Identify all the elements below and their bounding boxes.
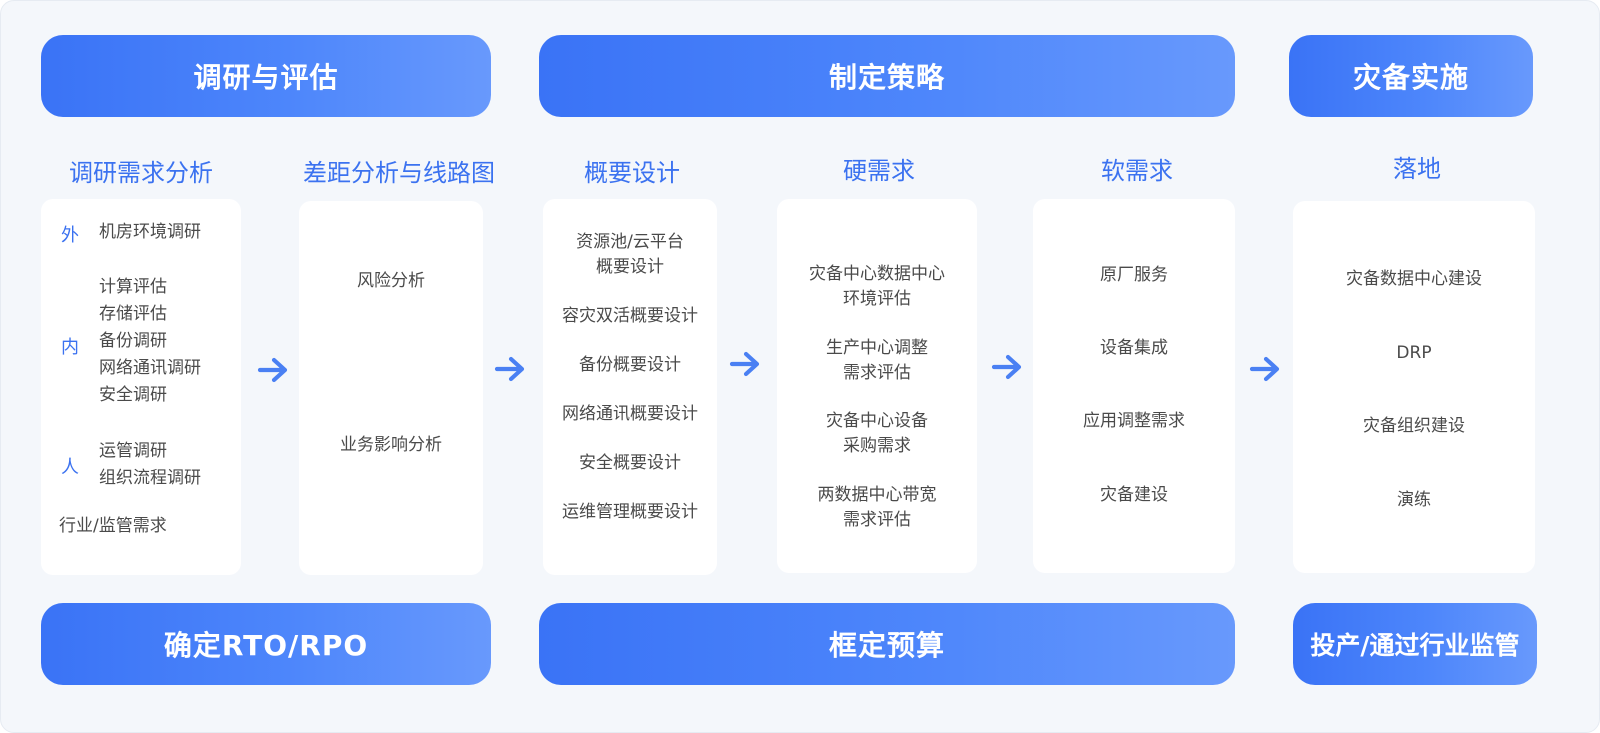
list-item: 网络通讯调研 bbox=[99, 358, 201, 378]
card-gap-analysis: 风险分析 业务影响分析 bbox=[299, 201, 483, 575]
list-item: 安全调研 bbox=[99, 385, 167, 405]
card-soft-requirements: 原厂服务 设备集成 应用调整需求 灾备建设 bbox=[1033, 199, 1235, 573]
banner-implementation: 灾备实施 bbox=[1289, 35, 1533, 117]
arrow-right-icon bbox=[991, 354, 1022, 380]
card-hard-requirements: 灾备中心数据中心 环境评估 生产中心调整 需求评估 灾备中心设备 采购需求 两数… bbox=[777, 199, 977, 573]
column-title-needs-analysis: 调研需求分析 bbox=[69, 159, 213, 187]
banner-strategy: 制定策略 bbox=[539, 35, 1235, 117]
column-title-landing: 落地 bbox=[1393, 155, 1441, 183]
list-item: 灾备中心设备 采购需求 bbox=[826, 411, 928, 456]
column-title-hard-requirements: 硬需求 bbox=[843, 157, 915, 185]
list-item: 演练 bbox=[1397, 490, 1431, 510]
list-item: 应用调整需求 bbox=[1083, 411, 1185, 431]
list-item: 原厂服务 bbox=[1100, 265, 1168, 285]
card-needs-analysis: 外 机房环境调研 内 计算评估 存储评估 备份调研 网络通讯调研 安全调研 人 … bbox=[41, 199, 241, 575]
list-item: 灾备组织建设 bbox=[1363, 416, 1465, 436]
list-item: 备份调研 bbox=[99, 331, 167, 351]
list-item: 资源池/云平台 概要设计 bbox=[576, 232, 684, 277]
arrow-right-icon bbox=[729, 351, 760, 377]
list-item: DRP bbox=[1396, 343, 1432, 363]
list-item: 运管调研 bbox=[99, 441, 167, 461]
list-item: 灾备中心数据中心 环境评估 bbox=[809, 264, 945, 309]
list-item: 灾备建设 bbox=[1100, 485, 1168, 505]
card-outline-design: 资源池/云平台 概要设计 容灾双活概要设计 备份概要设计 网络通讯概要设计 安全… bbox=[543, 199, 717, 575]
arrow-right-icon bbox=[1249, 356, 1280, 382]
list-item-footer: 行业/监管需求 bbox=[59, 516, 167, 536]
list-item: 运维管理概要设计 bbox=[562, 502, 698, 522]
list-item: 存储评估 bbox=[99, 304, 167, 324]
list-item: 生产中心调整 需求评估 bbox=[826, 338, 928, 383]
column-title-soft-requirements: 软需求 bbox=[1101, 157, 1173, 185]
arrow-right-icon bbox=[494, 356, 525, 382]
tag-inner: 内 bbox=[61, 337, 79, 358]
list-item: 备份概要设计 bbox=[579, 355, 681, 375]
list-item: 计算评估 bbox=[99, 277, 167, 297]
arrow-right-icon bbox=[257, 357, 288, 383]
banner-production-compliance: 投产/通过行业监管 bbox=[1293, 603, 1537, 685]
tag-people: 人 bbox=[61, 457, 79, 478]
tag-outer: 外 bbox=[61, 225, 79, 246]
column-title-gap-analysis: 差距分析与线路图 bbox=[303, 159, 495, 187]
list-item: 两数据中心带宽 需求评估 bbox=[817, 485, 937, 530]
card-landing: 灾备数据中心建设 DRP 灾备组织建设 演练 bbox=[1293, 201, 1535, 573]
list-item: 灾备数据中心建设 bbox=[1346, 269, 1482, 289]
list-item: 风险分析 bbox=[357, 271, 425, 291]
list-item: 业务影响分析 bbox=[340, 435, 442, 455]
column-title-outline-design: 概要设计 bbox=[584, 159, 680, 187]
list-item: 组织流程调研 bbox=[99, 468, 201, 488]
list-item: 设备集成 bbox=[1100, 338, 1168, 358]
list-item: 机房环境调研 bbox=[99, 222, 201, 242]
banner-budget: 框定预算 bbox=[539, 603, 1235, 685]
list-item: 安全概要设计 bbox=[579, 453, 681, 473]
banner-research-evaluation: 调研与评估 bbox=[41, 35, 491, 117]
list-item: 网络通讯概要设计 bbox=[562, 404, 698, 424]
list-item: 容灾双活概要设计 bbox=[562, 306, 698, 326]
banner-rto-rpo: 确定RTO/RPO bbox=[41, 603, 491, 685]
